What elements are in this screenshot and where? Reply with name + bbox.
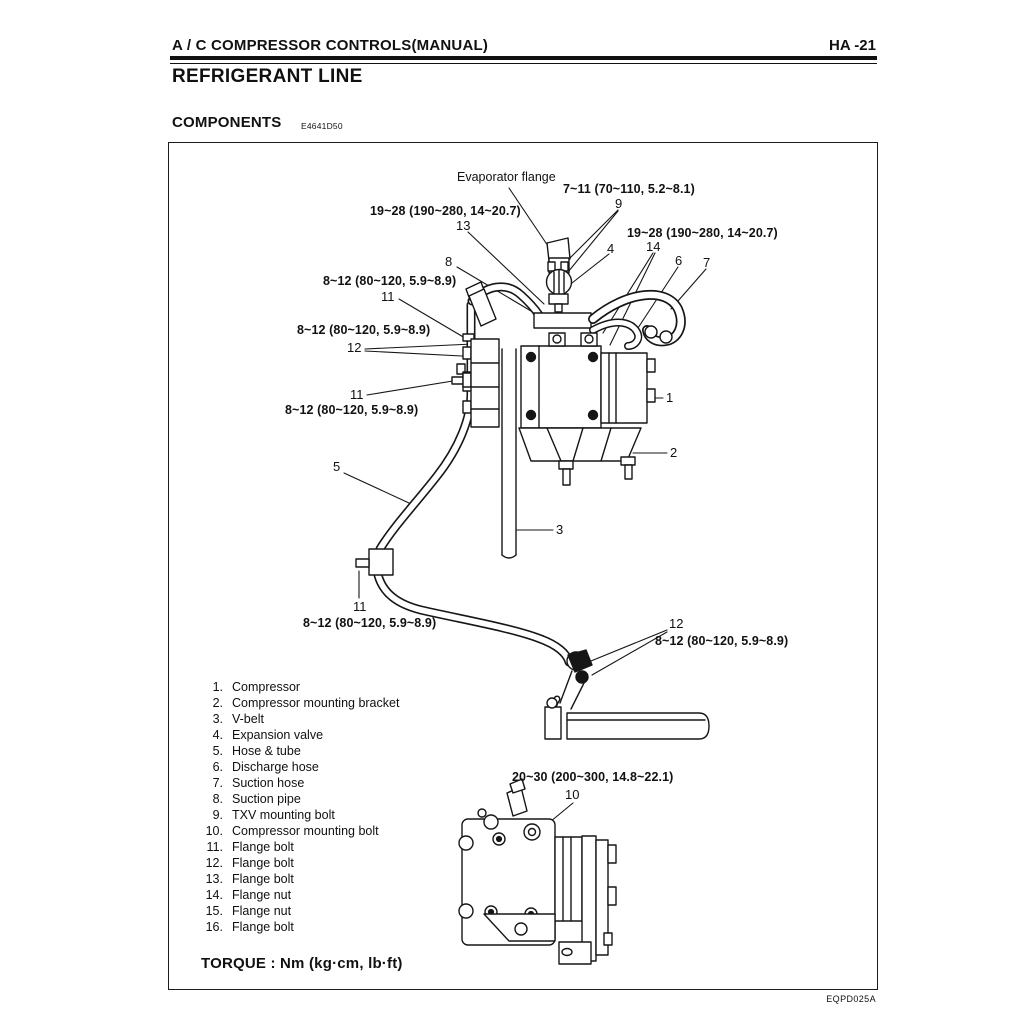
part-row: 15.Flange nut [205,904,292,918]
callout-num-12-b: 12 [669,616,684,631]
header-title: A / C COMPRESSOR CONTROLS(MANUAL) [172,37,489,54]
callout-num-4: 4 [607,241,615,256]
components-code: E4641D50 [301,121,343,131]
callout-num-8: 8 [445,254,453,269]
compressor [462,332,656,429]
part-row: 3.V-belt [212,712,264,726]
header-rule-thick [170,56,877,60]
callout-num-7: 7 [703,255,711,270]
pipe-flange-block [533,312,592,329]
part-row: 1.Compressor [212,680,301,694]
tube-clamp [355,548,394,576]
part-row: 10.Compressor mounting bolt [205,824,379,838]
callout-num-3: 3 [556,522,564,537]
callout-torque-8-12-b: 8~12 (80~120, 5.9~8.9) [297,323,431,337]
callout-num-9: 9 [615,196,623,211]
part-row: 4.Expansion valve [212,728,324,742]
callout-num-11-b: 11 [350,387,364,402]
suction-hose [588,289,686,347]
part-row: 6.Discharge hose [212,760,319,774]
mounting-bracket [518,427,642,486]
callout-num-12-a: 12 [347,340,362,355]
suction-pipe [467,282,544,320]
callout-num-6: 6 [675,253,683,268]
discharge-hose [589,318,643,350]
callout-num-11-a: 11 [381,289,395,304]
callout-torque-8-12-d: 8~12 (80~120, 5.9~8.9) [303,616,437,630]
callout-num-2: 2 [670,445,678,460]
callout-torque-8-12-a: 8~12 (80~120, 5.9~8.9) [323,274,457,288]
page-number: HA -21 [829,37,876,54]
callout-num-10: 10 [565,787,580,802]
callout-torque-7-11: 7~11 (70~110, 5.2~8.1) [563,182,695,196]
part-row: 14.Flange nut [205,888,292,902]
v-belt [501,348,517,559]
part-row: 16.Flange bolt [205,920,294,934]
torque-note: TORQUE : Nm (kg·cm, lb·ft) [201,955,403,972]
part-row: 2.Compressor mounting bracket [212,696,400,710]
components-figure-box: Evaporator flange 7~11 (70~110, 5.2~8.1)… [168,142,878,990]
callout-evaporator-flange: Evaporator flange [457,170,556,184]
lower-pipe-assembly [544,649,710,740]
part-row: 5.Hose & tube [212,744,301,758]
expansion-valve [545,237,573,313]
part-row: 8.Suction pipe [212,792,301,806]
callout-torque-8-12-c: 8~12 (80~120, 5.9~8.9) [285,403,419,417]
part-row: 11.Flange bolt [206,840,294,854]
callout-torque-8-12-e: 8~12 (80~120, 5.9~8.9) [655,634,789,648]
callout-num-1: 1 [666,390,674,405]
part-row: 13.Flange bolt [205,872,294,886]
parts-list: 1.Compressor 2.Compressor mounting brack… [199,679,400,935]
part-row: 12.Flange bolt [205,856,294,870]
callout-num-14: 14 [646,239,661,254]
header-rule-thin [170,63,877,64]
callout-num-11-c: 11 [353,599,367,614]
section-title: REFRIGERANT LINE [172,66,363,87]
refrigerant-line-diagram [343,187,710,965]
callout-torque-19-28-right: 19~28 (190~280, 14~20.7) [627,226,778,240]
part-row: 9.TXV mounting bolt [212,808,335,822]
callout-num-13: 13 [456,218,471,233]
components-heading: COMPONENTS [172,114,282,131]
part-row: 7.Suction hose [212,776,305,790]
callout-num-5: 5 [333,459,341,474]
figure-code: EQPD025A [826,994,876,1004]
bottom-compressor [458,778,617,965]
callout-torque-19-28-left: 19~28 (190~280, 14~20.7) [370,204,521,218]
callout-torque-20-30: 20~30 (200~300, 14.8~22.1) [512,770,674,784]
